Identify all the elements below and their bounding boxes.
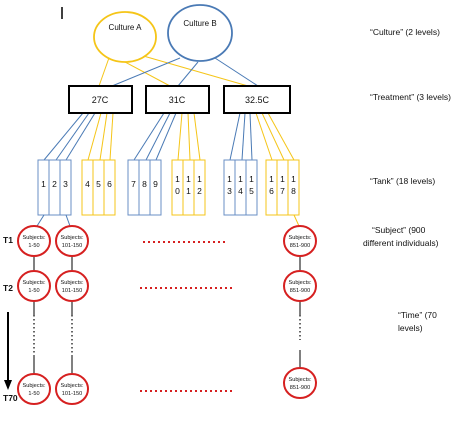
level-label-tank: “Tank” (18 levels) — [370, 176, 435, 186]
subjects: Subjects:1-50Subjects:101-150Subjects:85… — [17, 225, 317, 405]
subject-label-t1-3: 851-900 — [290, 243, 311, 249]
subject-node-t1-1 — [17, 225, 51, 257]
tank-label-4: 4 — [85, 179, 90, 189]
tank-label-10: 1 — [175, 174, 180, 184]
subject-label-t2-1: Subjects: — [22, 280, 45, 286]
tank-label-12: 2 — [197, 186, 202, 196]
subject-label-t1-2: Subjects: — [60, 235, 83, 241]
subject-label-t70-2: 101-150 — [62, 391, 83, 397]
tank-label-5: 5 — [96, 179, 101, 189]
time-label-t1: T1 — [3, 235, 13, 245]
tank-label-15: 5 — [249, 186, 254, 196]
treatment-label-32-5c: 32.5C — [245, 95, 270, 105]
level-label-subject-2: different individuals) — [363, 238, 439, 248]
subject-label-t2-2: Subjects: — [60, 280, 83, 286]
time-arrow-head — [4, 380, 12, 390]
tank-9 — [149, 159, 162, 216]
subject-label-t70-1: 1-50 — [28, 391, 39, 397]
tank-subject-links — [36, 214, 300, 227]
tank-label-18: 1 — [291, 174, 296, 184]
tank-15 — [245, 159, 258, 216]
subject-label-t70-2: Subjects: — [60, 383, 83, 389]
tank-label-12: 1 — [197, 174, 202, 184]
subject-label-t2-1: 1-50 — [28, 288, 39, 294]
subject-node-t1-2 — [55, 225, 89, 257]
subject-node-t2-3 — [283, 270, 317, 302]
level-label-treatment: “Treatment” (3 levels) — [370, 92, 451, 102]
level-label-time: “Time” (70 — [398, 310, 437, 320]
tank-6 — [103, 159, 116, 216]
tank-label-2: 2 — [52, 179, 57, 189]
subject-node-t2-1 — [17, 270, 51, 302]
subject-time-grid — [33, 257, 301, 374]
treatment-tank-links — [43, 112, 295, 161]
subject-node-t70-2 — [55, 373, 89, 405]
culture-a-node — [93, 11, 157, 63]
tank-3 — [59, 159, 72, 216]
time-label-t70: T70 — [3, 393, 18, 403]
time-label-t2: T2 — [3, 283, 13, 293]
tank-label-13: 3 — [227, 186, 232, 196]
tank-label-11: 1 — [186, 186, 191, 196]
subject-label-t1-1: Subjects: — [22, 235, 45, 241]
subject-label-t1-3: Subjects: — [288, 235, 311, 241]
culture-a-label: Culture A — [109, 23, 143, 32]
tank-label-14: 4 — [238, 186, 243, 196]
treatment-label-27c: 27C — [92, 95, 109, 105]
level-label-time-2: levels) — [398, 323, 423, 333]
treatment-box-31c — [145, 85, 210, 114]
level-label-subject: “Subject” (900 — [372, 225, 426, 235]
subject-label-t2-2: 101-150 — [62, 288, 83, 294]
tank-label-3: 3 — [63, 179, 68, 189]
tank-label-6: 6 — [107, 179, 112, 189]
tank-label-13: 1 — [227, 174, 232, 184]
treatment-label-31c: 31C — [169, 95, 186, 105]
subject-node-t70-3 — [283, 367, 317, 399]
subject-label-t2-3: 851-900 — [290, 288, 311, 294]
subject-label-t1-2: 101-150 — [62, 243, 83, 249]
tank-label-11: 1 — [186, 174, 191, 184]
culture-b-label: Culture B — [183, 19, 216, 28]
subject-label-t70-3: Subjects: — [288, 377, 311, 383]
tank-label-15: 1 — [249, 174, 254, 184]
subject-node-t1-3 — [283, 225, 317, 257]
subject-label-t1-1: 1-50 — [28, 243, 39, 249]
subject-label-t2-3: Subjects: — [288, 280, 311, 286]
level-label-culture: “Culture” (2 levels) — [370, 27, 440, 37]
tank-18 — [287, 159, 300, 216]
treatment-box-32-5c — [223, 85, 291, 114]
subject-node-t70-1 — [17, 373, 51, 405]
subject-label-t70-3: 851-900 — [290, 385, 311, 391]
tank-label-8: 8 — [142, 179, 147, 189]
tank-label-16: 1 — [269, 174, 274, 184]
subject-node-t2-2 — [55, 270, 89, 302]
culture-treatment-links — [98, 54, 259, 87]
tank-label-16: 6 — [269, 186, 274, 196]
tank-label-14: 1 — [238, 174, 243, 184]
treatment-box-27c — [68, 85, 133, 114]
subject-label-t70-1: Subjects: — [22, 383, 45, 389]
tank-label-7: 7 — [131, 179, 136, 189]
tank-label-10: 0 — [175, 186, 180, 196]
tank-label-9: 9 — [153, 179, 158, 189]
tank-label-17: 1 — [280, 174, 285, 184]
tank-label-1: 1 — [41, 179, 46, 189]
tank-label-17: 7 — [280, 186, 285, 196]
tank-label-18: 8 — [291, 186, 296, 196]
culture-b-node — [167, 4, 233, 62]
tank-12 — [193, 159, 206, 216]
